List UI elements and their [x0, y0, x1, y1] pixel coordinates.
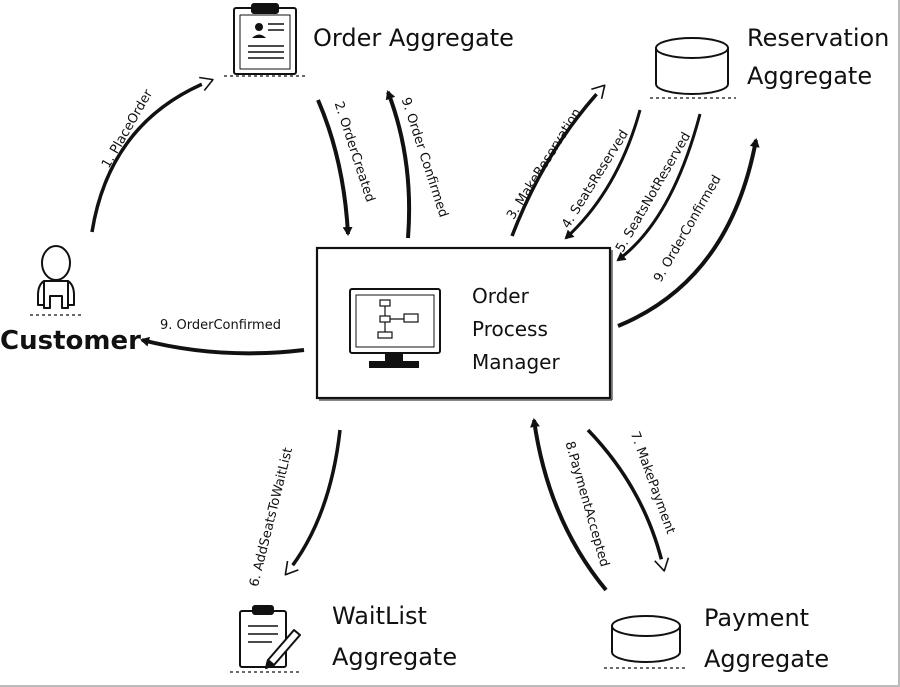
database-cylinder-icon — [650, 37, 736, 99]
arrow-order-confirmed-to-reservation — [617, 138, 760, 328]
arrow-order-confirmed-to-order — [385, 90, 412, 239]
clipboard-document-icon — [224, 3, 306, 77]
clipboard-pencil-icon — [230, 605, 301, 673]
arrow-place-order — [90, 76, 214, 233]
payment-aggregate-label-line2: Aggregate — [704, 645, 830, 673]
reservation-aggregate-label-line1: Reservation — [747, 24, 890, 52]
database-cylinder-icon — [604, 615, 688, 669]
person-icon — [30, 245, 82, 316]
arrow-make-reservation — [510, 84, 606, 237]
process-manager-label-line1: Order — [472, 284, 529, 308]
arrow-order-created — [316, 99, 353, 236]
arrow-order-confirmed-to-customer — [140, 336, 305, 356]
order-aggregate-label: Order Aggregate — [313, 24, 514, 52]
arrow-make-payment — [586, 428, 670, 572]
monitor-flowchart-icon — [349, 288, 441, 368]
arrow-seats-not-reserved — [616, 113, 702, 262]
process-manager-label-line2: Process — [472, 317, 548, 341]
process-manager-label-line3: Manager — [472, 350, 560, 374]
arrow-add-seats-to-waitlist — [284, 429, 342, 576]
payment-aggregate-label-line1: Payment — [704, 604, 810, 632]
waitlist-aggregate-label-line1: WaitList — [332, 602, 427, 630]
reservation-aggregate-label-line2: Aggregate — [747, 62, 873, 90]
arrow-payment-accepted — [530, 418, 608, 592]
arrow-seats-reserved — [564, 109, 642, 240]
edge-label-order-confirmed-customer: 9. OrderConfirmed — [160, 318, 281, 333]
customer-label: Customer — [0, 326, 141, 356]
waitlist-aggregate-label-line2: Aggregate — [332, 643, 458, 671]
